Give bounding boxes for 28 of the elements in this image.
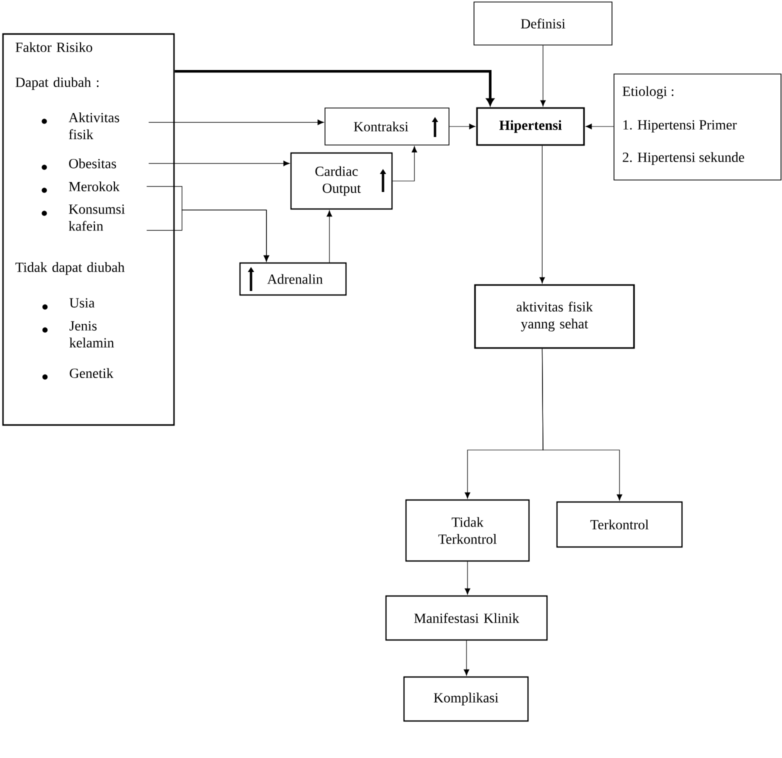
process-box: Kontraksi [324,108,450,146]
process-box: Komplikasi [403,676,529,722]
arrow [392,146,418,182]
arrow [326,210,332,263]
etiology-box: Etiologi : 1. Hipertensi Primer 2. Hipertensi sekunde [614,74,782,180]
list-item: Merokok [68,182,120,192]
arrow [174,70,494,106]
arrow [464,561,470,595]
process-box: Adrenalin [239,262,347,296]
process-box: Cardiac Output [290,152,393,210]
arrow [464,640,470,676]
process-box: Manifestasi Klinik [385,595,548,641]
arrow [148,120,324,126]
arrow [449,124,476,130]
arrow [540,45,546,106]
process-box: Terkontrol [556,501,683,548]
arrow [146,210,270,262]
arrow [542,348,622,501]
arrow [586,124,614,130]
process-box: aktivitas fisik yanng sehat [474,284,635,349]
arrow [148,160,290,166]
list-item: Aktivitas fisik [68,112,120,140]
process-box: Definisi [474,2,612,46]
process-box: Hipertensi [476,107,585,146]
process-box: Tidak Terkontrol [405,499,530,562]
list-item: Obesitas [69,158,116,168]
list-item: Konsumsi kafein [68,204,125,231]
arrow [539,146,545,284]
